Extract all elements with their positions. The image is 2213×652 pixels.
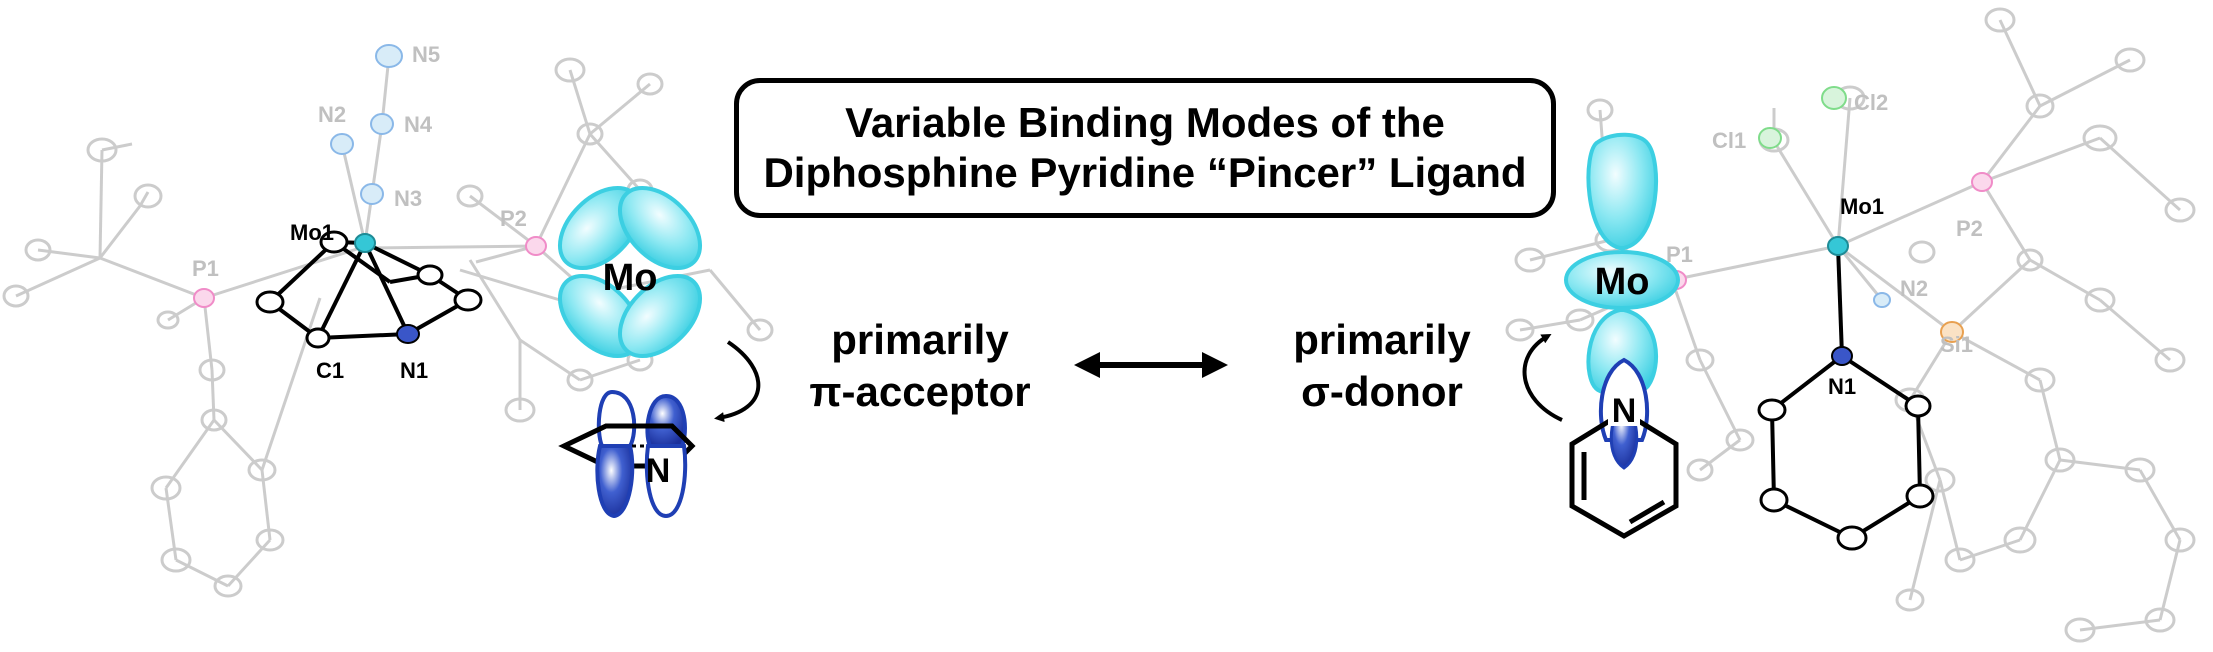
left-n-orbital-label: N xyxy=(646,452,671,490)
left-p2-atom xyxy=(525,236,547,256)
left-label-n4: N4 xyxy=(404,112,433,137)
left-pyridine-pi-orbital xyxy=(558,389,696,519)
right-curved-arrow xyxy=(1522,334,1563,422)
left-label-c1: C1 xyxy=(316,358,344,383)
left-ring-atoms xyxy=(255,230,483,349)
right-ring-atoms xyxy=(1757,236,1935,551)
left-p1-atom xyxy=(193,288,215,308)
right-label-p1: P1 xyxy=(1666,242,1693,267)
left-mo-d-orbital xyxy=(557,185,703,359)
left-mode-label: primarily π-acceptor xyxy=(800,314,1040,418)
left-atom-labels: Mo1 C1 N1 P1 P2 N2 N3 N4 N5 xyxy=(192,42,527,383)
right-mode-line-2: σ-donor xyxy=(1301,368,1463,415)
right-cl2-atom xyxy=(1821,86,1847,110)
left-label-mo1: Mo1 xyxy=(290,220,334,245)
right-n-orbital-label: N xyxy=(1612,392,1637,430)
title-line-1: Variable Binding Modes of the xyxy=(845,99,1445,146)
left-label-n1: N1 xyxy=(400,358,428,383)
right-label-p2: P2 xyxy=(1956,216,1983,241)
right-n2-atom xyxy=(1873,292,1891,308)
right-si1-atom xyxy=(1940,321,1964,343)
right-mode-line-1: primarily xyxy=(1293,316,1471,363)
right-label-n2: N2 xyxy=(1900,276,1928,301)
right-label-cl2: Cl2 xyxy=(1854,90,1888,115)
left-label-n2: N2 xyxy=(318,102,346,127)
right-n-label-bg xyxy=(1608,392,1640,426)
left-ghost-ligand xyxy=(2,55,774,598)
right-label-mo1: Mo1 xyxy=(1840,194,1884,219)
title-box: Variable Binding Modes of the Diphosphin… xyxy=(734,78,1556,218)
left-curved-arrow xyxy=(714,340,761,423)
right-mode-label: primarily σ-donor xyxy=(1262,314,1502,418)
right-cl1-atom xyxy=(1758,127,1782,149)
left-label-p2: P2 xyxy=(500,206,527,231)
right-label-n1: N1 xyxy=(1828,374,1856,399)
left-mode-line-2: π-acceptor xyxy=(809,368,1031,415)
left-n2-ligands xyxy=(330,44,403,205)
right-atom-labels: Mo1 N1 P1 P2 N2 Si1 Cl1 Cl2 xyxy=(1666,90,1983,399)
left-label-n5: N5 xyxy=(412,42,440,67)
right-small-pyridine xyxy=(1569,409,1679,539)
right-label-si1: Si1 xyxy=(1940,332,1973,357)
right-label-cl1: Cl1 xyxy=(1712,128,1746,153)
left-pyridine-highlight xyxy=(266,239,470,340)
right-p2-atom xyxy=(1971,172,1993,192)
left-mode-line-1: primarily xyxy=(831,316,1009,363)
left-label-p1: P1 xyxy=(192,256,219,281)
left-mo-orbital-label: Mo xyxy=(603,257,658,299)
resonance-arrow xyxy=(1074,352,1228,378)
right-mo-orbital-label: Mo xyxy=(1595,261,1650,303)
left-label-n3: N3 xyxy=(394,186,422,211)
title-line-2: Diphosphine Pyridine “Pincer” Ligand xyxy=(763,149,1527,196)
